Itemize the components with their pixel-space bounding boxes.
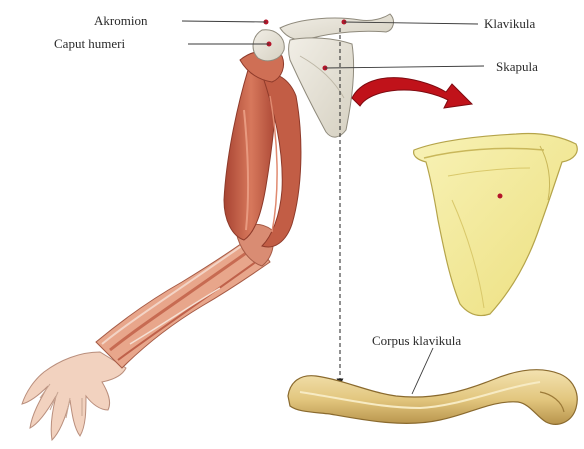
label-skapula: Skapula (496, 60, 538, 73)
akromion-leader (182, 21, 266, 22)
upper-arm-muscles (224, 51, 301, 247)
corpus-klavikula-leader (412, 348, 433, 394)
arm-illustration (22, 14, 393, 440)
label-klavikula: Klavikula (484, 17, 535, 30)
clavicle-detail (288, 370, 577, 425)
label-corpus-klavikula: Corpus klavikula (372, 334, 461, 347)
hand (22, 352, 126, 440)
label-akromion: Akromion (94, 14, 147, 27)
curved-red-arrow (352, 78, 472, 108)
scapula-detail (414, 133, 578, 315)
label-caput-humeri: Caput humeri (54, 37, 125, 50)
scapula-detail-pointer-dot (498, 194, 503, 199)
forearm (96, 236, 270, 368)
